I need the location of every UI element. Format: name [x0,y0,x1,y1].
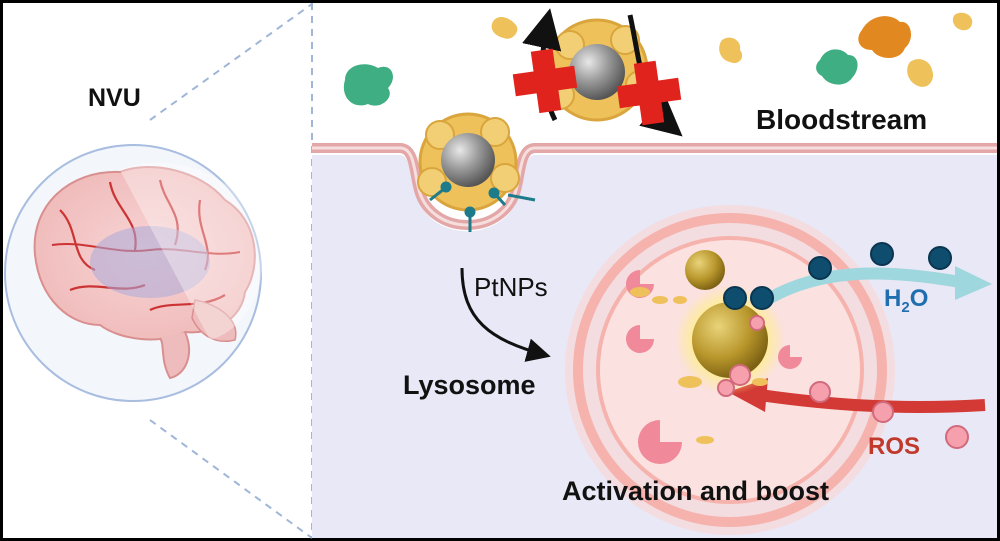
nanoparticle-core [569,44,625,100]
nvu-panel [4,3,313,539]
nanoparticle-core [441,133,495,187]
bloodstream-label: Bloodstream [756,104,928,135]
blocked-paths [512,8,683,137]
h2o-label-subscript: 2 [901,298,910,316]
bloodstream-proteins [343,12,973,106]
ros-arrow [759,389,986,413]
h2o-arrow-head [955,266,992,300]
green-protein-1 [343,64,393,106]
active-ptnp [692,302,768,378]
ros-molecules [717,315,969,449]
activation-label: Activation and boost [562,476,830,506]
orange-protein [858,16,912,58]
small-gold-particle [685,250,725,290]
h2o-label-tail: O [909,285,929,312]
yellow-protein-1 [491,17,518,39]
green-protein-2 [816,49,858,85]
lysosome-label: Lysosome [403,370,536,400]
yellow-protein-4 [952,12,973,31]
brain-icon [33,162,263,380]
ros-label: ROS [868,433,921,460]
receptors [429,181,536,232]
lysosome-contents [626,242,969,464]
corona-nanoparticle-pit [417,112,536,232]
protein-fragments [630,287,768,444]
h2o-arrow [767,267,962,304]
block-cross-1 [512,48,578,114]
water-molecules [723,242,952,310]
block-cross-2 [616,60,682,126]
h2o-label: H2O [884,285,928,316]
yellow-protein-2 [719,37,743,64]
ptnps-pathway-arrow [460,267,551,362]
yellow-protein-3 [907,59,934,87]
nvu-label: NVU [88,84,141,112]
lysosome-membrane [573,213,887,527]
h2o-label-main: H [884,285,902,312]
cell-membrane-inner [312,146,997,227]
ptnps-label: PtNPs [474,272,548,302]
